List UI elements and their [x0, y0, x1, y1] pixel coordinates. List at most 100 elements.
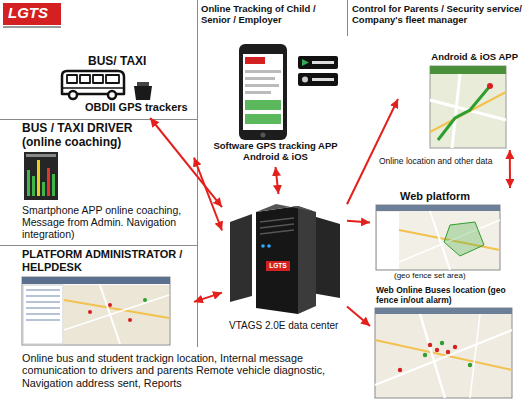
- connector-arrow: [194, 158, 222, 231]
- web-platform-screenshot: [376, 205, 500, 270]
- server-illustration: [298, 206, 316, 314]
- bus-icon: [62, 87, 124, 89]
- web-platform-screenshot: [399, 220, 500, 262]
- server-illustration: [260, 218, 294, 222]
- server-illustration: [260, 224, 294, 228]
- admin-screenshot: [88, 310, 92, 314]
- section-heading: Control for Parents / Security service/ …: [352, 4, 524, 26]
- node-heading: Android & iOS APP: [400, 52, 518, 63]
- web-platform-node: Web platform (geo fence set area): [372, 190, 522, 283]
- app-store-badges: [298, 73, 338, 86]
- node-description: (geo fence set area): [394, 271, 514, 280]
- smartphone-illustration: [239, 44, 287, 140]
- admin-screenshot: [26, 313, 60, 315]
- admin-screenshot: [26, 301, 60, 303]
- smartphone-illustration: [243, 54, 283, 130]
- admin-screenshot: [108, 303, 112, 307]
- server-illustration: [230, 204, 340, 314]
- server-illustration: [256, 206, 298, 314]
- server-illustration: [261, 244, 265, 248]
- edge-label: Online location and other data: [378, 157, 493, 167]
- admin-screenshot: [26, 307, 60, 309]
- driver-app-screenshot: [52, 174, 55, 196]
- android-app-screenshot: [430, 66, 506, 74]
- driver-app-screenshot: [26, 154, 56, 157]
- node-description: OBDII GPS trackers: [85, 101, 195, 114]
- section-divider: [0, 0, 348, 347]
- web-platform-screenshot: [444, 222, 484, 256]
- server-illustration: [230, 214, 252, 302]
- server-illustration: [260, 230, 294, 234]
- admin-screenshot: [64, 300, 169, 318]
- smartphone-illustration: [245, 57, 265, 64]
- bus-location-screenshot: [375, 340, 512, 370]
- section-divider: [197, 0, 198, 347]
- web-platform-screenshot: [376, 205, 500, 270]
- node-heading: VTAGS 2.0E data center: [229, 320, 345, 332]
- bus-location-screenshot: [468, 363, 472, 367]
- bus-location-screenshot: [446, 350, 450, 354]
- admin-screenshot: [23, 285, 63, 344]
- android-app-screenshot: [430, 66, 506, 148]
- bus-location-screenshot: [435, 348, 439, 352]
- bus-icon: [80, 75, 90, 83]
- bus-icon: [67, 75, 77, 83]
- driver-app-screenshot: [47, 168, 50, 196]
- bus-icon: [108, 91, 116, 99]
- server-illustration: [267, 244, 271, 248]
- android-app-screenshot: [438, 86, 490, 140]
- admin-screenshot: [26, 319, 60, 321]
- company-logo: [3, 3, 61, 28]
- company-logo: [3, 26, 61, 28]
- node-heading: Web platform: [400, 190, 510, 203]
- admin-screenshot: [22, 277, 170, 345]
- app-store-badges: [312, 61, 334, 64]
- driver-app-node: BUS / TAXI DRIVER (online coaching)Smart…: [20, 121, 192, 243]
- section-divider: [0, 119, 197, 120]
- smartphone-illustration: [245, 91, 271, 94]
- smartphone-illustration: [261, 133, 266, 138]
- bus-icon: [62, 71, 124, 99]
- driver-app-screenshot: [27, 170, 30, 196]
- android-app-screenshot: [430, 66, 506, 148]
- server-logo-text: LGTS: [266, 262, 290, 269]
- bus-location-node: Web Online Buses location (geo fence in/…: [372, 286, 522, 400]
- bus-location-screenshot: [428, 343, 432, 347]
- admin-screenshot: [128, 318, 132, 322]
- obd-dongle: [134, 82, 152, 100]
- app-store-badges: [298, 56, 338, 69]
- admin-screenshot: [64, 295, 169, 330]
- bus-location-screenshot: [375, 308, 512, 398]
- bus-location-screenshot: [470, 314, 480, 398]
- bus-icon: [106, 75, 119, 83]
- section-heading: Online Tracking of Child / Senior / Empl…: [201, 4, 343, 26]
- connector-arrow: [347, 306, 370, 326]
- bus-location-screenshot: [423, 353, 427, 357]
- node-heading: PLATFORM ADMINISTRATOR / HELPDESK: [22, 248, 192, 273]
- section-divider: [347, 0, 348, 36]
- smartphone-illustration: [245, 77, 275, 80]
- driver-app-screenshot: [32, 176, 35, 196]
- connector-arrow: [276, 167, 279, 194]
- connector-arrow: [347, 221, 370, 223]
- bus-icon: [93, 75, 103, 83]
- smartphone-illustration: [245, 114, 281, 124]
- web-platform-screenshot: [377, 212, 399, 269]
- android-app-screenshot: [487, 83, 493, 89]
- node-heading: BUS/ TAXI: [88, 55, 193, 69]
- logo-text: LGTS: [8, 4, 58, 21]
- server-illustration: [256, 204, 316, 212]
- admin-screenshot: [22, 277, 170, 284]
- app-store-badges: [298, 56, 338, 86]
- web-platform-screenshot: [376, 205, 500, 211]
- app-store-badges: [302, 77, 308, 83]
- connector-arrow: [150, 118, 222, 207]
- admin-screenshot: [26, 295, 60, 297]
- connector-arrow: [347, 99, 398, 204]
- node-heading: Web Online Buses location (geo fence in/…: [376, 286, 506, 306]
- bus-icon: [69, 91, 77, 99]
- driver-app-screenshot: [37, 160, 40, 196]
